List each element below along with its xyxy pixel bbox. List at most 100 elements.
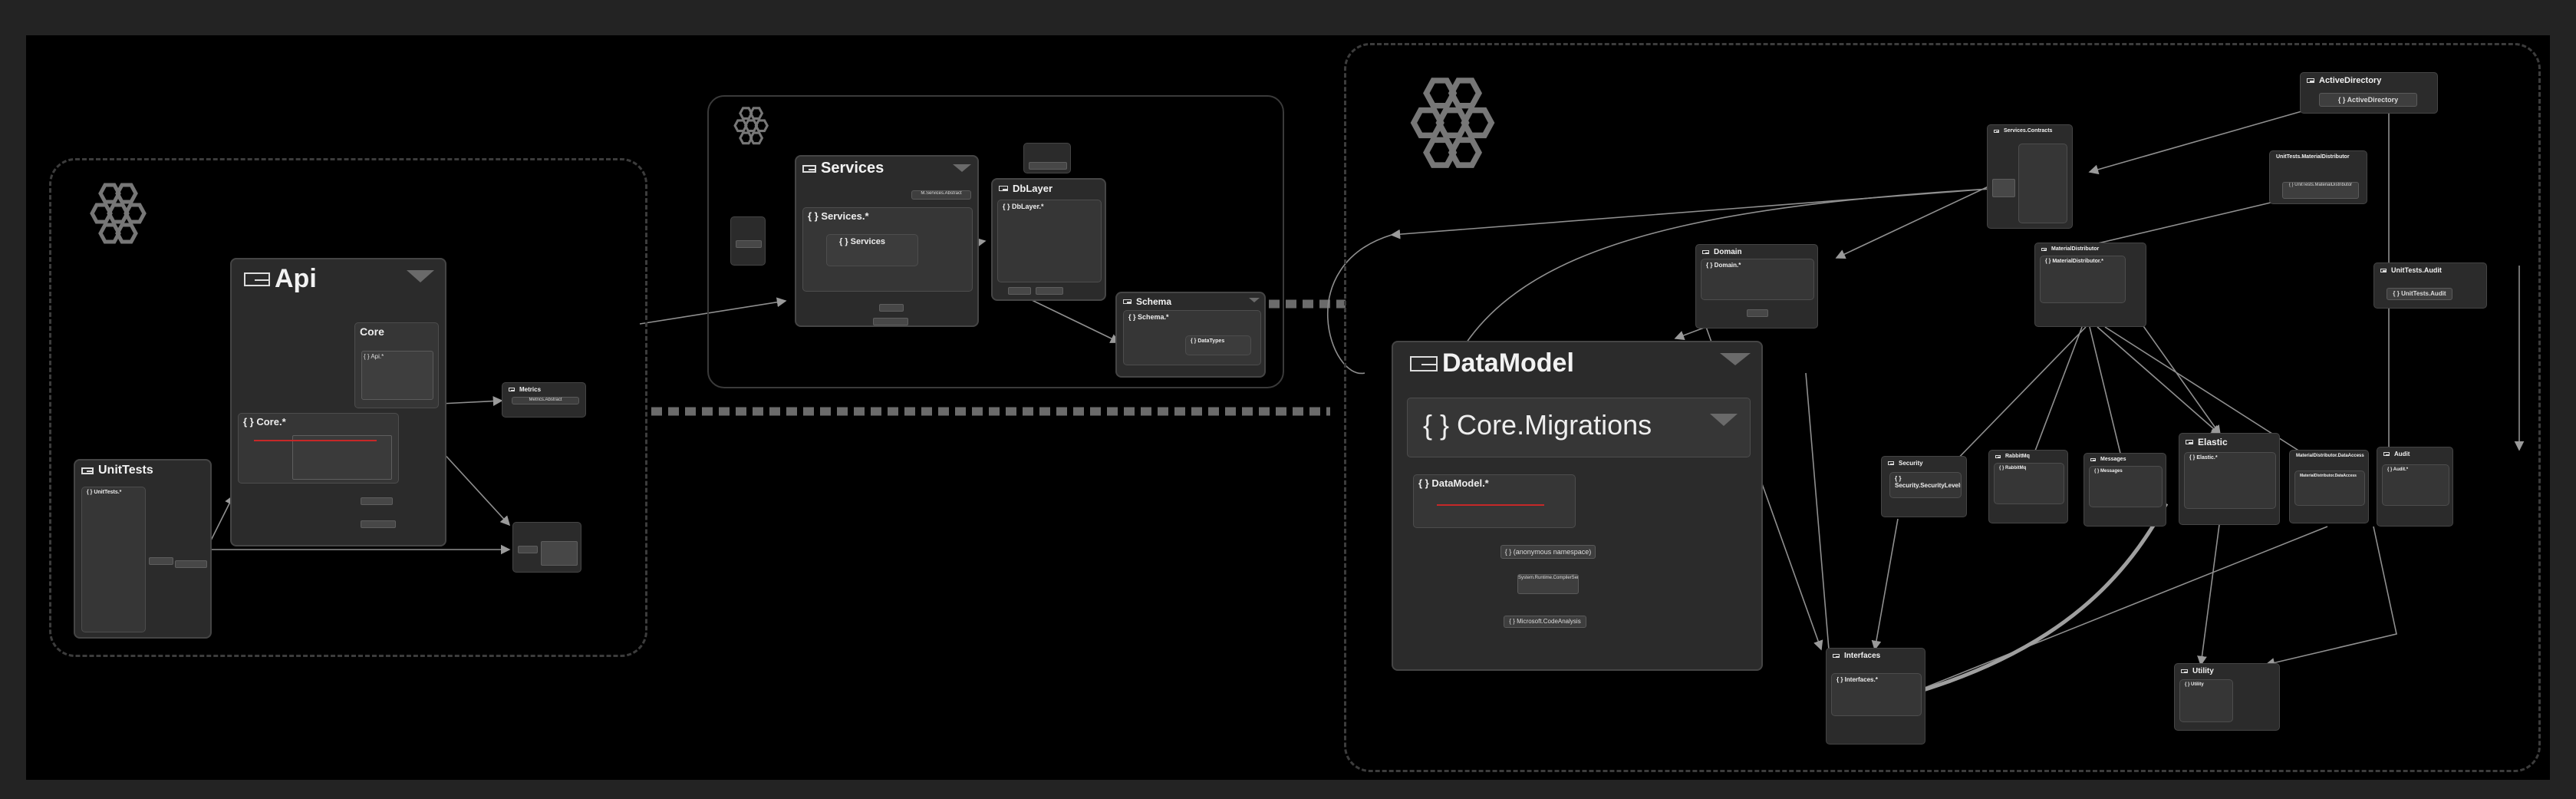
- sys-runtime-pill[interactable]: System.Runtime.CompilerServices: [1517, 574, 1579, 594]
- middle-cluster[interactable]: [707, 95, 1284, 388]
- collapse-triangle-icon[interactable]: [1720, 353, 1751, 365]
- dependency-graph-canvas[interactable]: Api Core { } Api.* { } Core.* UnitTests …: [26, 35, 2550, 780]
- dblayer-node[interactable]: DbLayer { } DbLayer.*: [991, 178, 1106, 301]
- domain-pill: [1747, 309, 1768, 317]
- elastic-label: Elastic: [2198, 437, 2228, 447]
- messages-node[interactable]: Messages { } Messages: [2084, 453, 2166, 527]
- collapse-triangle-icon[interactable]: [953, 164, 971, 172]
- security-node[interactable]: Security { } Security.SecurityLevels: [1881, 456, 1967, 517]
- messages-ns[interactable]: { } Messages: [2089, 466, 2163, 507]
- interfaces-ns[interactable]: { } Interfaces.*: [1831, 673, 1922, 716]
- highlight-edge: [254, 440, 377, 441]
- metrics-title: Metrics: [509, 386, 541, 393]
- assembly-icon: [244, 272, 270, 286]
- rabbitmq-ns[interactable]: { } RabbitMq: [1994, 463, 2064, 504]
- schema-node[interactable]: Schema { } Schema.* { } DataTypes: [1115, 292, 1266, 378]
- elastic-ns[interactable]: { } Elastic.*: [2184, 452, 2276, 509]
- unittests-node[interactable]: UnitTests { } UnitTests.*: [74, 459, 212, 639]
- datamodel-node[interactable]: DataModel { } Core.Migrations { } DataMo…: [1392, 341, 1763, 671]
- unittests-audit-ns[interactable]: { } UnitTests.Audit: [2387, 288, 2452, 300]
- audit-node[interactable]: Audit { } Audit.*: [2377, 447, 2453, 527]
- datamodel-ns[interactable]: { } DataModel.*: [1413, 474, 1576, 528]
- services-contracts-ns[interactable]: [2018, 144, 2067, 223]
- matdist-ns[interactable]: { } MaterialDistributor.*: [2040, 256, 2126, 303]
- unittests-child[interactable]: { } UnitTests.*: [81, 487, 146, 632]
- api-core-node[interactable]: Core { } Api.*: [354, 322, 439, 408]
- api-core-label: Core: [360, 325, 384, 338]
- matdist-dataaccess-ns[interactable]: MaterialDistributor.DataAccess: [2294, 470, 2365, 506]
- active-directory-ns[interactable]: { } ActiveDirectory: [2319, 93, 2417, 107]
- middle-entry-node[interactable]: [730, 216, 766, 266]
- schema-ns[interactable]: { } Schema.* { } DataTypes: [1123, 310, 1261, 365]
- rabbitmq-title: RabbitMq: [1995, 454, 2030, 459]
- small-node-left[interactable]: [512, 522, 581, 573]
- security-ns-label: { } Security.SecurityLevels: [1895, 475, 1962, 489]
- matdist-dataaccess-node[interactable]: MaterialDistributor.DataAccess MaterialD…: [2289, 450, 2369, 523]
- unittests-audit-node[interactable]: UnitTests.Audit { } UnitTests.Audit: [2373, 262, 2487, 309]
- api-title: Api: [244, 264, 317, 294]
- assembly-icon: [2041, 247, 2047, 251]
- active-directory-title: ActiveDirectory: [2307, 76, 2381, 85]
- core-migrations-ns[interactable]: { } Core.Migrations: [1407, 398, 1751, 457]
- utility-ns[interactable]: { } Utility: [2179, 679, 2233, 722]
- dblayer-ns[interactable]: { } DbLayer.*: [997, 200, 1102, 282]
- collapse-triangle-icon[interactable]: [407, 270, 434, 282]
- audit-ns[interactable]: { } Audit.*: [2382, 464, 2449, 506]
- unittests-audit-title: UnitTests.Audit: [2380, 266, 2442, 274]
- dblayer-pill-b: [1036, 287, 1063, 295]
- assembly-icon: [2186, 440, 2193, 444]
- dblayer-ns-label: { } DbLayer.*: [1003, 203, 1044, 210]
- services-inner-ns[interactable]: { } Services: [826, 234, 918, 266]
- matdist-node[interactable]: MaterialDistributor { } MaterialDistribu…: [2034, 243, 2146, 327]
- matdist-dataaccess-title: MaterialDistributor.DataAccess: [2296, 454, 2365, 458]
- elastic-title: Elastic: [2186, 437, 2228, 447]
- matdist-dataaccess-ns-label: MaterialDistributor.DataAccess: [2300, 474, 2357, 478]
- collapse-triangle-icon[interactable]: [1249, 298, 1260, 302]
- domain-label: Domain: [1714, 248, 1742, 256]
- utility-node[interactable]: Utility { } Utility: [2174, 663, 2280, 731]
- services-node[interactable]: Services M.Services.Abstract { } Service…: [795, 155, 979, 327]
- assembly-icon: [999, 186, 1008, 191]
- domain-ns[interactable]: { } Domain.*: [1701, 259, 1814, 300]
- interfaces-node[interactable]: Interfaces { } Interfaces.*: [1826, 648, 1925, 745]
- matdist-dataaccess-label: MaterialDistributor.DataAccess: [2296, 454, 2364, 458]
- ms-codeanalysis-pill[interactable]: { } Microsoft.CodeAnalysis: [1504, 616, 1586, 628]
- sc-side: [1992, 179, 2015, 197]
- core-migrations-label: { } Core.Migrations: [1423, 409, 1652, 441]
- elastic-node[interactable]: Elastic { } Elastic.*: [2179, 433, 2280, 525]
- schema-ns-label: { } Schema.*: [1128, 313, 1169, 321]
- expand-triangle-icon[interactable]: [1710, 414, 1738, 426]
- rabbitmq-node[interactable]: RabbitMq { } RabbitMq: [1988, 450, 2068, 523]
- messages-title: Messages: [2090, 457, 2126, 462]
- left-cluster[interactable]: [49, 158, 647, 657]
- services-ns-label: { } Services.*: [808, 210, 869, 222]
- unittests-matdist-node[interactable]: UnitTests.MaterialDistributor { } UnitTe…: [2269, 150, 2367, 204]
- small-node-pill: [518, 546, 538, 553]
- anon-namespace-pill[interactable]: { } (anonymous namespace): [1500, 545, 1596, 559]
- matdist-ns-label: { } MaterialDistributor.*: [2045, 259, 2103, 264]
- services-contracts-node[interactable]: Services.Contracts: [1987, 124, 2073, 229]
- api-core-child[interactable]: { } Api.*: [361, 351, 433, 400]
- audit-label: Audit: [2394, 451, 2410, 457]
- metrics-pill[interactable]: Metrics.Abstract: [512, 397, 579, 404]
- unittests-matdist-ns[interactable]: { } UnitTests.MaterialDistributor: [2282, 182, 2359, 199]
- assembly-icon: [81, 467, 94, 474]
- unittests-audit-label: UnitTests.Audit: [2391, 266, 2442, 274]
- api-pill-b: [361, 520, 396, 528]
- active-directory-node[interactable]: ActiveDirectory { } ActiveDirectory: [2300, 72, 2438, 114]
- schema-inner-ns[interactable]: { } DataTypes: [1185, 335, 1251, 355]
- metrics-node[interactable]: Metrics Metrics.Abstract: [502, 382, 586, 418]
- small-node-top[interactable]: [1023, 143, 1071, 173]
- api-core-star-node[interactable]: { } Core.*: [238, 413, 399, 484]
- api-node[interactable]: Api Core { } Api.* { } Core.*: [230, 258, 446, 546]
- assembly-icon: [2307, 78, 2314, 83]
- services-label: Services: [821, 160, 884, 177]
- right-cluster[interactable]: [1344, 43, 2541, 772]
- services-abstract-pill[interactable]: M.Services.Abstract: [911, 190, 971, 200]
- assembly-icon: [2090, 457, 2096, 461]
- services-ns[interactable]: { } Services.* { } Services: [802, 207, 973, 292]
- domain-node[interactable]: Domain { } Domain.*: [1695, 244, 1818, 329]
- dblayer-title: DbLayer: [999, 183, 1052, 194]
- security-ns[interactable]: { } Security.SecurityLevels: [1889, 472, 1962, 498]
- hexagon-cluster-icon: [90, 183, 147, 244]
